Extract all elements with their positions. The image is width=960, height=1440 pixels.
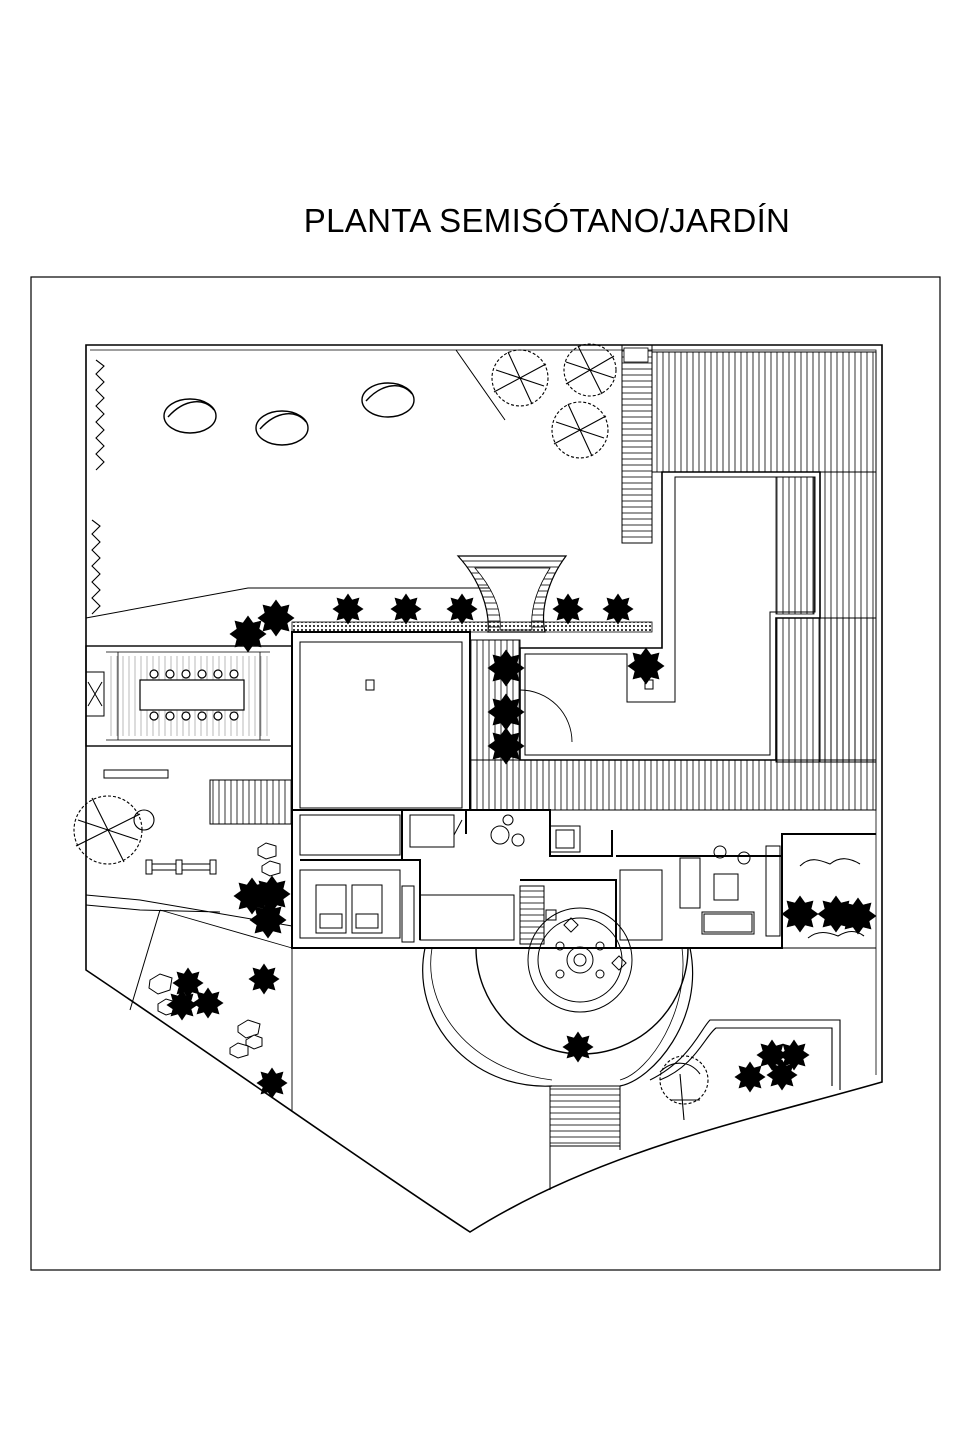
terrace-deck [469, 759, 877, 811]
door-top [623, 347, 649, 363]
dining-table-icon [139, 669, 245, 721]
west-terrace-edges [85, 769, 293, 1011]
sun-lounger-icon [163, 382, 415, 446]
stair-east [621, 344, 653, 544]
planter-southeast [649, 1019, 841, 1090]
barbecue-mark [87, 681, 103, 707]
pergola-slats [106, 651, 270, 741]
garden-dividers [159, 909, 876, 1112]
pool-steps [775, 476, 815, 615]
shrub-icon [166, 593, 877, 1099]
site-boundary [85, 344, 883, 1233]
interior-fixtures [299, 814, 781, 945]
south-walk [549, 1086, 621, 1190]
bench-icon [145, 859, 217, 875]
bed-icon [315, 884, 383, 934]
upper-deck [651, 351, 877, 473]
stair-south [549, 1085, 621, 1147]
pool-inner-edge [524, 476, 816, 756]
deck-lower-strip [775, 617, 877, 763]
drawing-frame [30, 276, 941, 1271]
circular-court-outer [430, 947, 684, 1081]
upper-lawn-edge [85, 349, 506, 619]
swimming-pool [519, 471, 821, 761]
stair-west [209, 779, 293, 825]
plan-title: PLANTA SEMISÓTANO/JARDÍN [303, 202, 791, 239]
planter-hedge [291, 621, 653, 633]
pool-door-swing [519, 689, 573, 743]
circular-court [422, 947, 694, 1087]
circular-fountain-icon [527, 907, 633, 1013]
sofa-icon [703, 913, 753, 933]
barbecue [85, 671, 105, 717]
tree-canopy-icon [73, 343, 865, 1121]
roof-hatch [365, 679, 375, 691]
